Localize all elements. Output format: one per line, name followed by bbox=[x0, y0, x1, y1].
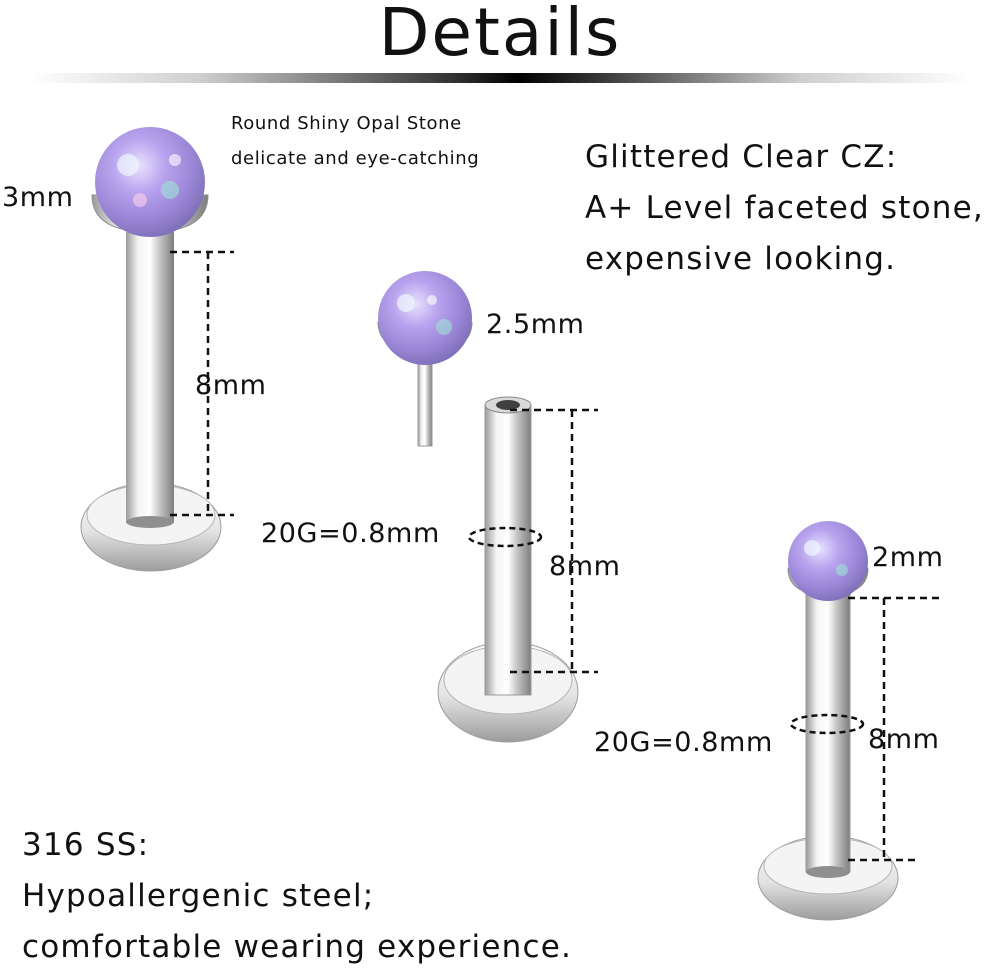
dimension-bar-large bbox=[170, 250, 234, 517]
cz-note-line3: expensive looking. bbox=[585, 241, 897, 277]
gauge-ring-small bbox=[789, 713, 865, 735]
gauge-label-middle: 20G=0.8mm bbox=[261, 518, 440, 549]
bar-length-label-middle: 8mm bbox=[549, 551, 621, 582]
material-note-heading: 316 SS: bbox=[22, 827, 150, 863]
opal-note-line2: delicate and eye-catching bbox=[231, 148, 480, 169]
page-title: Details bbox=[378, 0, 622, 71]
bar-length-label-small: 8mm bbox=[868, 724, 940, 755]
material-note: 316 SS: Hypoallergenic steel; comfortabl… bbox=[22, 820, 572, 973]
stone-size-label-large: 3mm bbox=[2, 182, 74, 213]
cz-note: Glittered Clear CZ: A+ Level faceted sto… bbox=[585, 132, 984, 285]
gauge-label-small: 20G=0.8mm bbox=[594, 727, 773, 758]
opal-stone bbox=[95, 127, 205, 237]
dimension-bar-middle bbox=[510, 408, 598, 674]
labret-middle bbox=[437, 396, 579, 743]
labret-bar bbox=[484, 404, 532, 696]
dimension-bar-small bbox=[848, 596, 940, 862]
opal-note-line1: Round Shiny Opal Stone bbox=[231, 113, 462, 134]
labret-large bbox=[80, 127, 222, 572]
material-note-line3: comfortable wearing experience. bbox=[22, 929, 573, 965]
bar-length-label-large: 8mm bbox=[195, 370, 267, 401]
stone-size-label-top: 2.5mm bbox=[486, 309, 585, 340]
gauge-ring-middle bbox=[467, 526, 543, 548]
title-divider bbox=[30, 73, 970, 83]
top-part bbox=[377, 271, 473, 447]
cz-note-line2: A+ Level faceted stone, bbox=[585, 190, 984, 226]
opal-stone bbox=[788, 521, 868, 601]
material-note-line2: Hypoallergenic steel; bbox=[22, 878, 375, 914]
opal-note: Round Shiny Opal Stone delicate and eye-… bbox=[231, 106, 479, 176]
cz-note-heading: Glittered Clear CZ: bbox=[585, 139, 898, 175]
opal-stone bbox=[378, 271, 472, 365]
labret-bar bbox=[126, 232, 174, 522]
stone-size-label-small: 2mm bbox=[872, 542, 944, 573]
